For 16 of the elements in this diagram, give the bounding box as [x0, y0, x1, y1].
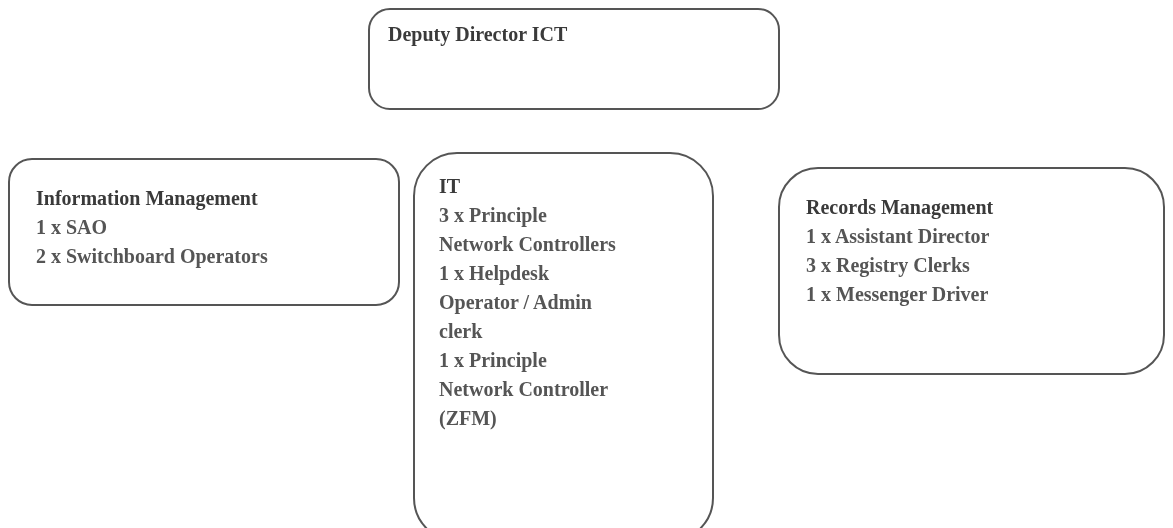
org-box: [368, 8, 780, 110]
org-box: [8, 158, 400, 306]
org-box: [778, 167, 1165, 375]
staff-line: 3 x Principle Network Controllers: [439, 203, 617, 257]
staff-line: 3 x Registry Clerks: [806, 253, 971, 279]
box-heading: IT: [439, 174, 462, 199]
staff-line: 1 x Assistant Director: [806, 224, 991, 249]
staff-line: 1 x Messenger Driver: [806, 282, 990, 308]
box-heading: Information Management: [36, 186, 259, 212]
org-box: [413, 152, 714, 528]
staff-line: 1 x SAO: [36, 215, 109, 240]
box-heading: Deputy Director ICT: [388, 22, 569, 48]
staff-line: 1 x Principle Network Controller (ZFM): [439, 348, 609, 432]
box-heading: Records Management: [806, 195, 995, 221]
staff-line: 2 x Switchboard Operators: [36, 244, 269, 270]
staff-line: 1 x Helpdesk Operator / Admin clerk: [439, 261, 593, 344]
